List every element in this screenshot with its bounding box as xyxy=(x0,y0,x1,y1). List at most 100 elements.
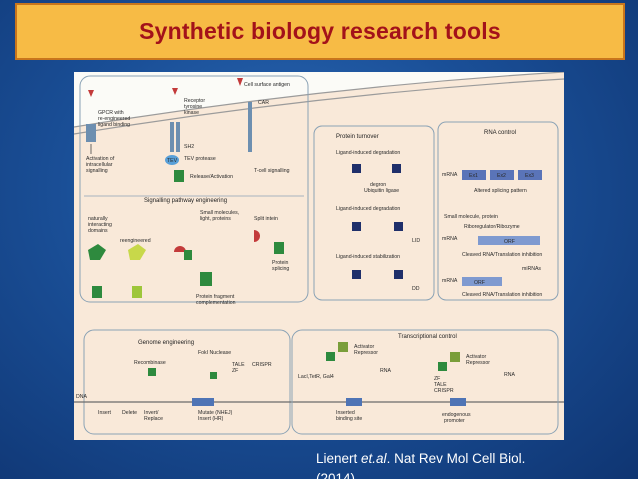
released-protein-icon xyxy=(174,170,184,182)
label-rna2: RNA xyxy=(504,372,515,378)
label-recombinase: Recombinase xyxy=(134,360,166,366)
protein-icon xyxy=(392,164,401,173)
label-orf: ORF xyxy=(504,239,515,245)
label-ex3: Ex3 xyxy=(525,173,534,179)
label-rna: RNA xyxy=(380,368,391,374)
activator-icon xyxy=(326,352,335,361)
label-laci: LacI,TetR, Gal4 xyxy=(298,374,334,380)
label-ligand-stabilization: Ligand-induced stabilization xyxy=(336,254,400,260)
label-mirnas: miRNAs xyxy=(522,266,541,272)
label-ex1: Ex1 xyxy=(469,173,478,179)
rtk-icon xyxy=(170,122,174,152)
antigen-icon xyxy=(237,78,243,86)
label-ligand-degradation: Ligand-induced degradation xyxy=(336,150,400,156)
label-tale2: TALE xyxy=(434,382,447,388)
label-orf2: ORF xyxy=(474,280,485,286)
label-activation3: signalling xyxy=(86,168,108,174)
transcription-panel xyxy=(291,329,559,435)
label-cleaved2: Cleaved RNA/Translation inhibition xyxy=(462,292,542,298)
ligand-icon xyxy=(88,90,94,97)
label-repressor: Repressor xyxy=(354,350,378,356)
citation-et-al: et.al xyxy=(361,451,387,466)
protein-turnover-panel xyxy=(313,125,435,301)
label-dna: DNA xyxy=(76,394,87,400)
label-tev: TEV xyxy=(167,158,178,164)
car-icon xyxy=(248,102,252,152)
label-altered: Altered splicing pattern xyxy=(474,188,527,194)
citation-journal: . Nat Rev Mol Cell Biol. xyxy=(386,451,526,466)
spliced-protein-icon xyxy=(274,242,284,254)
signalling-heading: Signalling pathway engineering xyxy=(144,198,227,204)
orf-block xyxy=(462,277,502,286)
label-gpcr: GPCR with xyxy=(98,110,124,116)
label-protein-splicing2: splicing xyxy=(272,266,289,272)
repressor-icon xyxy=(338,342,348,352)
slide-title: Synthetic biology research tools xyxy=(139,18,501,44)
rtk-icon xyxy=(176,122,180,152)
protein-icon xyxy=(92,286,102,298)
label-ubiquitin: Ubiquitin ligase xyxy=(364,188,399,194)
label-natural: naturally xyxy=(88,216,108,222)
label-rtk2: tyrosine xyxy=(184,104,202,110)
label-cleaved: Cleaved RNA/Translation inhibition xyxy=(462,252,542,258)
recombinase-icon xyxy=(148,368,156,376)
label-promoter: promoter xyxy=(444,418,465,424)
fragment-icon xyxy=(184,250,192,260)
label-sh2: SH2 xyxy=(184,144,194,150)
label-riboregulator: Riboregulator/Ribozyme xyxy=(464,224,520,230)
label-release: Release/Activation xyxy=(190,174,233,180)
label-activator2: Activator xyxy=(466,354,486,360)
label-tcell: T-cell signalling xyxy=(254,168,290,174)
genome-panel xyxy=(83,329,291,435)
label-fragment2: complementation xyxy=(196,300,236,306)
label-mrna3: mRNA xyxy=(442,278,458,284)
citation-year: (2014) xyxy=(316,471,356,479)
label-binding-site: binding site xyxy=(336,416,362,422)
genome-heading: Genome engineering xyxy=(138,340,194,346)
rna-control-panel xyxy=(437,121,559,301)
activator-icon xyxy=(438,362,447,371)
label-inserted: Inserted xyxy=(336,410,355,416)
membrane-outer xyxy=(74,72,564,128)
synthetic-biology-figure: GPCR with re-engineered ligand binding A… xyxy=(74,72,564,440)
label-zf2: ZF xyxy=(434,376,440,382)
signalling-panel xyxy=(79,75,309,303)
label-replace: Replace xyxy=(144,416,163,422)
label-cell-surface-antigen: Cell surface antigen xyxy=(244,82,290,88)
label-endogenous: endogenous xyxy=(442,412,471,418)
label-small-mol: Small molecule, protein xyxy=(444,214,498,220)
transcription-heading: Transcriptional control xyxy=(398,334,457,340)
tev-icon xyxy=(165,155,179,165)
ligand-icon xyxy=(172,88,178,95)
rna-control-heading: RNA control xyxy=(484,130,516,136)
citation: Lienert et.al. Nat Rev Mol Cell Biol. (2… xyxy=(316,449,616,479)
label-mrna2: mRNA xyxy=(442,236,458,242)
gpcr-icon xyxy=(86,124,96,142)
figure: GPCR with re-engineered ligand binding A… xyxy=(74,72,564,440)
label-tev-protease: TEV protease xyxy=(184,156,216,162)
nuclease-icon xyxy=(210,372,217,379)
exon1-block xyxy=(462,170,486,180)
label-insert: Insert xyxy=(98,410,112,416)
protein-icon xyxy=(352,270,361,279)
label-natural2: interacting xyxy=(88,222,112,228)
fragment-icon xyxy=(174,246,186,252)
membrane-inner xyxy=(74,78,564,135)
protein-turnover-heading: Protein turnover xyxy=(336,134,379,140)
label-car: CAR xyxy=(258,100,269,106)
complement-icon xyxy=(200,272,212,286)
label-gpcr2: re-engineered xyxy=(98,116,130,122)
label-activation2: intracellular xyxy=(86,162,113,168)
label-mutate: Mutate (NHEJ) xyxy=(198,410,233,416)
label-mrna: mRNA xyxy=(442,172,458,178)
protein-icon xyxy=(394,270,403,279)
label-foki: FokI Nuclease xyxy=(198,350,231,356)
domain-icon xyxy=(88,244,106,260)
label-rtk3: kinase xyxy=(184,110,199,116)
target-site xyxy=(192,398,214,406)
label-repressor2: Repressor xyxy=(466,360,490,366)
label-fragment: Protein fragment xyxy=(196,294,235,300)
exon3-block xyxy=(518,170,542,180)
intein-icon xyxy=(254,230,260,242)
label-insert-hr: Insert (HR) xyxy=(198,416,224,422)
